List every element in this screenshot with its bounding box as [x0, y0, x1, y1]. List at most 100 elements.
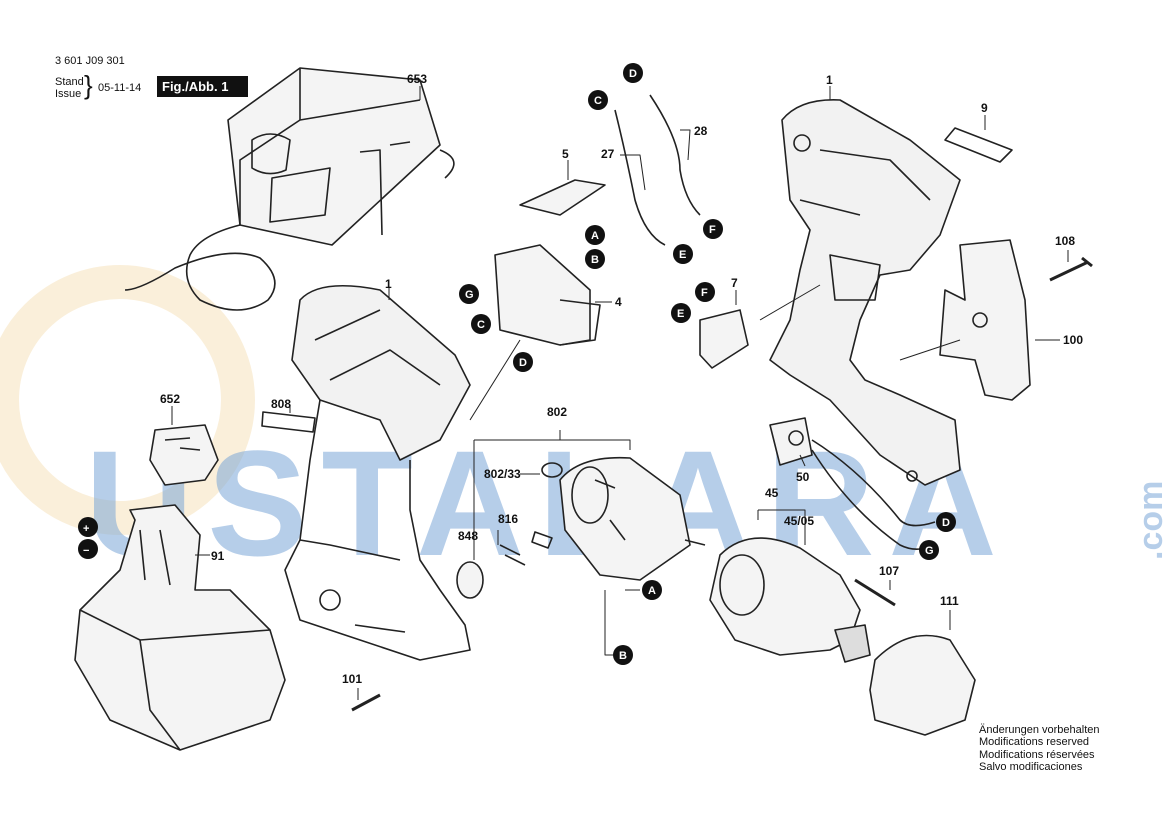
pad-5: [519, 179, 606, 216]
connector-c-switch: C: [471, 314, 491, 334]
connector-f-module: F: [695, 282, 715, 302]
connector-c-top: C: [588, 90, 608, 110]
contact-cover-652: [149, 424, 219, 486]
connector-a-motor: A: [642, 580, 662, 600]
svg-text:+: +: [83, 523, 89, 535]
label-7: 7: [731, 276, 738, 290]
label-91: 91: [211, 549, 225, 563]
svg-text:G: G: [465, 289, 474, 301]
label-28: 28: [694, 124, 708, 138]
connector-b-motor: B: [613, 645, 633, 665]
connector-f-wire: F: [703, 219, 723, 239]
label-101: 101: [342, 672, 362, 686]
svg-text:D: D: [519, 357, 527, 369]
label-816: 816: [498, 512, 518, 526]
label-808: [261, 411, 316, 433]
modification-notes: Änderungen vorbehalten Modifications res…: [979, 724, 1099, 774]
issue-label: Issue: [55, 88, 82, 100]
doc-number: 3 601 J09 301: [55, 55, 125, 67]
connector-g-led: G: [919, 540, 939, 560]
charger-653: [124, 67, 455, 311]
connector-plus: +: [78, 517, 98, 537]
svg-text:F: F: [701, 287, 708, 299]
svg-text:C: C: [594, 95, 602, 107]
label-802-33: 802/33: [484, 467, 521, 481]
label-27: 27: [601, 147, 615, 161]
svg-text:C: C: [477, 319, 485, 331]
connector-a-switch: A: [585, 225, 605, 245]
ring-802-33: [541, 462, 563, 478]
svg-text:B: B: [591, 254, 599, 266]
leader-lines: [171, 86, 1069, 700]
label-4: 4: [615, 295, 622, 309]
housing-half-right: [769, 99, 961, 486]
connector-g-switch: G: [459, 284, 479, 304]
label-802: 802: [547, 405, 567, 419]
label-848: 848: [458, 529, 478, 543]
label-5: 5: [562, 147, 569, 161]
screw-107: [854, 578, 896, 607]
motor-802: [559, 456, 706, 581]
label-9: 9: [981, 101, 988, 115]
label-45: 45: [765, 486, 779, 500]
battery-91: [74, 504, 286, 751]
connector-d-switch: D: [513, 352, 533, 372]
label-107: 107: [879, 564, 899, 578]
brace-glyph: }: [84, 70, 93, 100]
svg-text:D: D: [942, 517, 950, 529]
note-fr: Modifications réservées: [979, 748, 1095, 761]
label-9: [944, 127, 1013, 163]
bearing-848: [456, 561, 484, 599]
connector-d-led: D: [936, 512, 956, 532]
connector-e-wire: E: [673, 244, 693, 264]
svg-text:A: A: [591, 230, 599, 242]
label-108: 108: [1055, 234, 1075, 248]
label-652: 652: [160, 392, 180, 406]
label-808: 808: [271, 397, 291, 411]
label-653: 653: [407, 72, 427, 86]
part-numbers: 653 1 1 5 27 28 9 108 100 4 7 808 652 80…: [160, 72, 1083, 686]
note-en: Modifications reserved: [979, 736, 1090, 749]
label-45-05: 45/05: [784, 514, 814, 528]
note-es: Salvo modificaciones: [979, 761, 1083, 774]
screw-108: [1049, 256, 1093, 282]
watermark-text: USTALARA: [85, 419, 1011, 587]
module-7: [699, 309, 749, 369]
stand-label: Stand: [55, 76, 84, 88]
svg-text:D: D: [629, 68, 637, 80]
wire-28: [649, 94, 701, 216]
figure-label: Fig./Abb. 1: [157, 76, 248, 97]
connector-markers: D C F E A B G C D F E D G A B + −: [78, 63, 956, 665]
svg-text:E: E: [677, 308, 684, 320]
svg-text:G: G: [925, 545, 934, 557]
connector-minus: −: [78, 539, 98, 559]
switch-4: [494, 244, 601, 346]
screw-101: [351, 693, 381, 712]
bumper-111: [869, 634, 976, 736]
svg-text:A: A: [648, 585, 656, 597]
label-50: 50: [796, 470, 810, 484]
connector-e-module: E: [671, 303, 691, 323]
svg-text:F: F: [709, 224, 716, 236]
label-1-right: 1: [826, 73, 833, 87]
watermark: USTALARA .com: [0, 265, 1168, 587]
connector-d-top: D: [623, 63, 643, 83]
note-de: Änderungen vorbehalten: [979, 724, 1100, 736]
wire-27: [614, 109, 666, 246]
led-50: [769, 417, 936, 550]
label-111: 111: [940, 594, 959, 608]
svg-text:E: E: [679, 249, 686, 261]
label-1-left: 1: [385, 277, 392, 291]
gear-housing-45: [709, 537, 871, 663]
brush-816: [531, 531, 553, 549]
watermark-suffix: .com: [1132, 481, 1168, 560]
spring-816: [499, 544, 526, 566]
housing-half-left: [284, 285, 471, 661]
belt-clip-100: [939, 239, 1031, 401]
connector-b-switch: B: [585, 249, 605, 269]
svg-text:−: −: [83, 545, 89, 557]
label-100: 100: [1063, 333, 1083, 347]
svg-text:B: B: [619, 650, 627, 662]
